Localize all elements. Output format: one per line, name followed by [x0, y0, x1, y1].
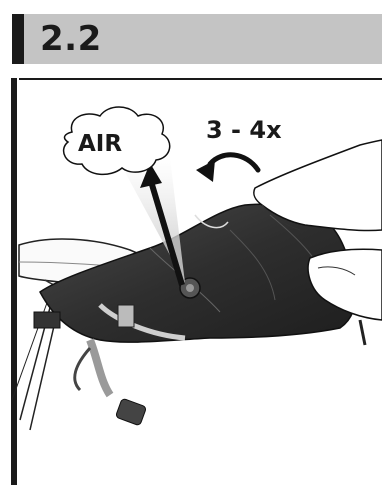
- repeat-count-label: 3 - 4x: [206, 116, 282, 144]
- air-label: AIR: [78, 131, 122, 157]
- repeat-arrow-icon: [196, 155, 258, 182]
- saddlebag-body: [34, 204, 365, 426]
